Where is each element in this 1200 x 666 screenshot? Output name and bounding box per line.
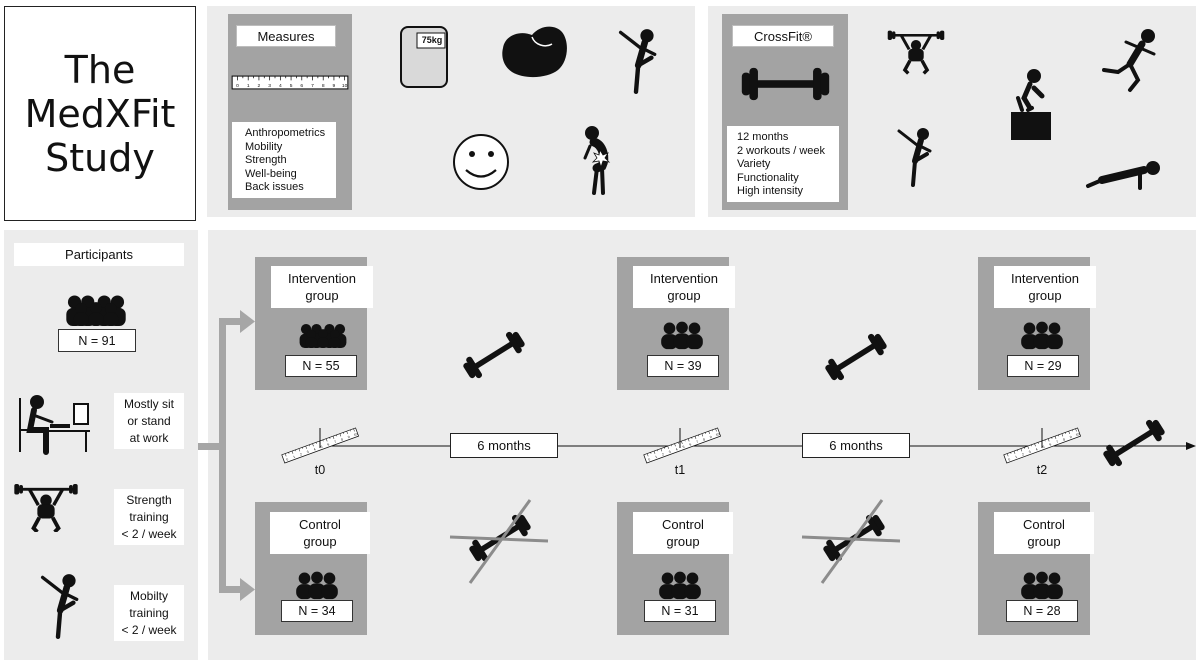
scale-readout: 75kg: [421, 35, 443, 45]
control-people-icon-t1: [659, 571, 701, 600]
crossed-dumbbell-icon: [449, 499, 549, 584]
branch-arrows: [198, 310, 255, 601]
criterion-line: Mobilty: [129, 588, 168, 603]
timepoint-t0: t0: [314, 463, 326, 477]
study-title-line: Study: [45, 135, 155, 180]
label-line: Control: [299, 517, 341, 532]
measures-item: Well-being: [245, 167, 297, 180]
timepoint-t1: t1: [674, 463, 686, 477]
crossfit-item: 2 workouts / week: [737, 144, 826, 157]
criterion-line: at work: [129, 430, 169, 445]
label-line: group: [667, 288, 701, 303]
participants-label: Participants: [14, 243, 184, 266]
intervention-people-icon-t2: [1021, 321, 1063, 350]
label-line: Control: [662, 517, 704, 532]
measures-label: Measures: [236, 25, 336, 47]
participants-count: N = 91: [58, 329, 136, 352]
criterion-line: training: [129, 605, 169, 620]
label-line: group: [305, 288, 339, 303]
label-line: group: [1028, 288, 1062, 303]
intervention-label-t2: Intervention group: [994, 266, 1096, 308]
measures-list: Anthropometrics Mobility Strength Well-b…: [232, 122, 336, 198]
crossfit-item: 12 months: [737, 131, 789, 143]
timepoint-t2: t2: [1036, 463, 1048, 477]
crossfit-item: Variety: [737, 158, 771, 171]
control-n-t2: N = 28: [1006, 600, 1078, 622]
crossed-dumbbell-icon: [801, 499, 901, 584]
control-label-t0: Control group: [270, 512, 370, 554]
label-line: group: [1027, 534, 1061, 549]
crossfit-item: Functionality: [737, 171, 799, 184]
bicep-icon: [502, 26, 567, 78]
label-line: Intervention: [1011, 271, 1079, 286]
criterion-line: or stand: [127, 413, 171, 428]
intervention-n-t1: N = 39: [647, 355, 719, 377]
box-jump-icon: [1011, 69, 1051, 140]
interval-label-1: 6 months: [450, 433, 558, 458]
label-line: Control: [1023, 517, 1065, 532]
measures-item: Back issues: [245, 181, 304, 194]
smiley-icon: [453, 134, 509, 190]
intervention-n-t2: N = 29: [1007, 355, 1079, 377]
measures-item: Mobility: [245, 140, 283, 153]
runner-icon: [1102, 29, 1156, 92]
plank-icon: [1086, 161, 1160, 190]
label-line: Intervention: [650, 271, 718, 286]
measures-item: Strength: [245, 154, 287, 167]
measures-item: Anthropometrics: [245, 127, 326, 139]
criterion-mobility: Mobilty training < 2 / week: [114, 585, 184, 641]
scale-icon: [400, 26, 448, 88]
label-line: group: [666, 534, 700, 549]
criterion-line: < 2 / week: [121, 526, 177, 541]
study-title-line: The: [64, 47, 136, 92]
control-n-t0: N = 34: [281, 600, 353, 622]
criterion-line: < 2 / week: [121, 622, 177, 637]
criterion-line: training: [129, 509, 169, 524]
label-line: Intervention: [288, 271, 356, 286]
control-people-icon-t2: [1021, 571, 1063, 600]
desk-worker-icon: [19, 395, 90, 455]
control-n-t1: N = 31: [644, 600, 716, 622]
interval-label-2: 6 months: [802, 433, 910, 458]
label-line: group: [303, 534, 337, 549]
criterion-strength: Strength training < 2 / week: [114, 489, 184, 545]
intervention-label-t1: Intervention group: [633, 266, 735, 308]
control-label-t2: Control group: [994, 512, 1094, 554]
timeline-arrowhead: [1186, 442, 1196, 450]
intervention-label-t0: Intervention group: [271, 266, 373, 308]
ruler-icon: [231, 75, 349, 90]
control-people-icon-t0: [296, 571, 338, 600]
study-title: The MedXFit Study: [4, 6, 196, 221]
back-pain-icon: [583, 126, 611, 195]
crossfit-item: High intensity: [737, 185, 804, 198]
crossfit-list: 12 months 2 workouts / week Variety Func…: [727, 126, 839, 202]
crossfit-label: CrossFit®: [732, 25, 834, 47]
study-title-line: MedXFit: [24, 91, 176, 136]
criterion-line: Mostly sit: [123, 396, 174, 411]
intervention-n-t0: N = 55: [285, 355, 357, 377]
intervention-people-icon-t1: [661, 321, 703, 350]
criterion-work: Mostly sit or stand at work: [114, 393, 184, 449]
criterion-line: Strength: [126, 492, 172, 507]
control-label-t1: Control group: [633, 512, 733, 554]
